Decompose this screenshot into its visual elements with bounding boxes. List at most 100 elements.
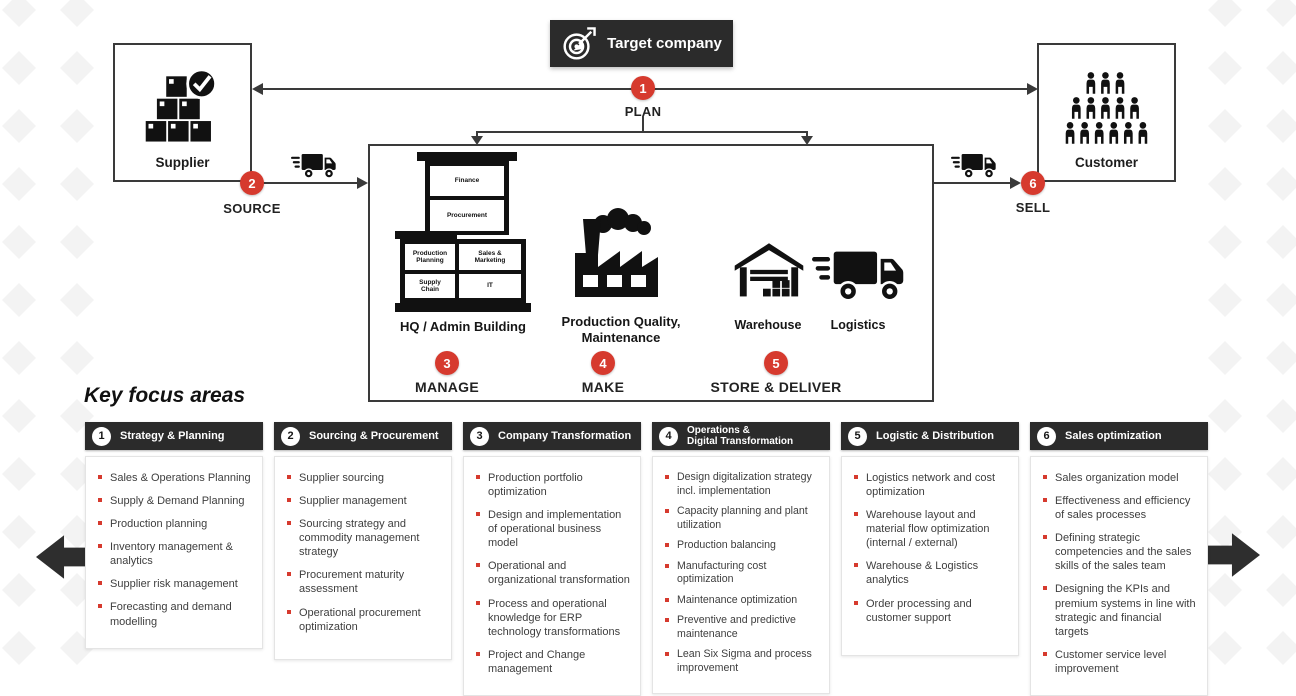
list-item: Maintenance optimization bbox=[665, 594, 820, 608]
diamond-decoration bbox=[2, 573, 36, 607]
list-item: Sourcing strategy and commodity manageme… bbox=[287, 517, 442, 559]
bullet-square-icon bbox=[287, 498, 291, 503]
flow-arrow-right-icon bbox=[1206, 533, 1260, 577]
plan-bracket-drop-left bbox=[476, 131, 478, 137]
focus-column-sourcing-procurement: 2 Sourcing & Procurement Supplier sourci… bbox=[274, 422, 452, 696]
diamond-decoration bbox=[60, 51, 94, 85]
diamond-decoration bbox=[2, 225, 36, 259]
column-header: 2 Sourcing & Procurement bbox=[274, 422, 452, 450]
bullet-square-icon bbox=[98, 498, 102, 503]
diamond-decoration bbox=[2, 0, 36, 27]
bullet-square-icon bbox=[1043, 586, 1047, 591]
list-item: Customer service level improvement bbox=[1043, 648, 1198, 676]
list-item: Manufacturing cost optimization bbox=[665, 560, 820, 587]
diamond-decoration bbox=[60, 167, 94, 201]
plan-arrowhead-left bbox=[252, 83, 263, 95]
diamond-decoration bbox=[1208, 51, 1242, 85]
list-item: Design digitalization strategy incl. imp… bbox=[665, 471, 820, 498]
room-production-planning: Production Planning bbox=[405, 244, 455, 270]
diamond-decoration bbox=[60, 225, 94, 259]
list-item: Designing the KPIs and premium systems i… bbox=[1043, 582, 1198, 638]
logistics-label: Logistics bbox=[830, 318, 886, 332]
diamond-decoration bbox=[2, 167, 36, 201]
step-circle-source: 2 bbox=[240, 171, 264, 195]
diamond-decoration bbox=[2, 51, 36, 85]
column-header: 6 Sales optimization bbox=[1030, 422, 1208, 450]
column-card: Design digitalization strategy incl. imp… bbox=[652, 456, 830, 694]
bullet-square-icon bbox=[287, 572, 291, 577]
supplier-label: Supplier bbox=[155, 155, 210, 170]
focus-column-strategy-planning: 1 Strategy & Planning Sales & Operations… bbox=[85, 422, 263, 696]
supplier-box: Supplier bbox=[113, 43, 252, 182]
plan-arrowhead-down-left bbox=[471, 136, 483, 145]
source-label: SOURCE bbox=[223, 201, 281, 216]
bullet-square-icon bbox=[98, 521, 102, 526]
diamond-decoration bbox=[1208, 167, 1242, 201]
diamond-decoration bbox=[1266, 631, 1296, 665]
list-item: Capacity planning and plant utilization bbox=[665, 505, 820, 532]
list-item: Defining strategic competencies and the … bbox=[1043, 531, 1198, 573]
diamond-decoration bbox=[1266, 0, 1296, 27]
column-title: Sales optimization bbox=[1065, 429, 1162, 442]
column-number-badge: 1 bbox=[92, 426, 111, 446]
list-item: Supplier sourcing bbox=[287, 471, 442, 485]
room-finance: Finance bbox=[430, 166, 504, 196]
plan-arrowhead-down-right bbox=[801, 136, 813, 145]
step-circle-sell: 6 bbox=[1021, 171, 1045, 195]
bullet-square-icon bbox=[1043, 535, 1047, 540]
diamond-decoration bbox=[1266, 573, 1296, 607]
bullet-square-icon bbox=[287, 609, 291, 614]
diamond-decoration bbox=[1266, 167, 1296, 201]
bullet-square-icon bbox=[665, 543, 669, 548]
list-item: Inventory management & analytics bbox=[98, 540, 253, 568]
focus-column-company-transformation: 3 Company Transformation Production port… bbox=[463, 422, 641, 696]
diamond-decoration bbox=[60, 109, 94, 143]
supplier-boxes-icon bbox=[145, 68, 217, 142]
list-item: Warehouse & Logistics analytics bbox=[854, 559, 1009, 587]
diamond-decoration bbox=[1266, 225, 1296, 259]
diamond-decoration bbox=[1266, 399, 1296, 433]
column-title: Operations & Digital Transformation bbox=[687, 424, 794, 448]
bullet-square-icon bbox=[1043, 651, 1047, 656]
list-item: Supplier management bbox=[287, 494, 442, 508]
list-item: Effectiveness and efficiency of sales pr… bbox=[1043, 494, 1198, 522]
bullet-square-icon bbox=[665, 652, 669, 657]
bullet-square-icon bbox=[665, 475, 669, 479]
bullet-square-icon bbox=[476, 563, 480, 568]
sell-arrowhead bbox=[1010, 177, 1021, 189]
bullet-square-icon bbox=[665, 618, 669, 623]
list-item: Warehouse layout and material flow optim… bbox=[854, 508, 1009, 550]
list-item: Forecasting and demand modelling bbox=[98, 600, 253, 628]
list-item: Design and implementation of operational… bbox=[476, 508, 631, 550]
room-procurement: Procurement bbox=[430, 200, 504, 231]
diamond-decoration bbox=[60, 341, 94, 375]
plan-bracket-bar bbox=[477, 131, 808, 133]
column-number-badge: 3 bbox=[470, 426, 489, 446]
diamond-decoration bbox=[1208, 283, 1242, 317]
bullet-square-icon bbox=[854, 475, 858, 479]
warehouse-icon bbox=[734, 243, 804, 297]
bullet-square-icon bbox=[665, 597, 669, 602]
step-circle-manage: 3 bbox=[435, 351, 459, 375]
diamond-decoration bbox=[1266, 109, 1296, 143]
hq-building-icon: Finance Procurement Production Planning … bbox=[395, 152, 531, 312]
column-title: Logistic & Distribution bbox=[876, 429, 994, 442]
list-item: Supplier risk management bbox=[98, 577, 253, 591]
diamond-decoration bbox=[1266, 51, 1296, 85]
list-item: Procurement maturity assessment bbox=[287, 568, 442, 596]
diamond-decoration bbox=[1208, 225, 1242, 259]
column-number-badge: 5 bbox=[848, 426, 867, 446]
bullet-square-icon bbox=[476, 512, 480, 517]
column-number-badge: 4 bbox=[659, 426, 678, 446]
focus-column-logistic-distribution: 5 Logistic & Distribution Logistics netw… bbox=[841, 422, 1019, 696]
list-item: Production planning bbox=[98, 517, 253, 531]
step-circle-make: 4 bbox=[591, 351, 615, 375]
diamond-decoration bbox=[60, 283, 94, 317]
focus-column-sales-optimization: 6 Sales optimization Sales organization … bbox=[1030, 422, 1208, 696]
production-label: Production Quality, Maintenance bbox=[561, 314, 681, 346]
plan-arrowhead-right bbox=[1027, 83, 1038, 95]
source-truck-icon bbox=[291, 152, 337, 180]
diamond-decoration bbox=[1208, 109, 1242, 143]
list-item: Operational and organizational transform… bbox=[476, 559, 631, 587]
